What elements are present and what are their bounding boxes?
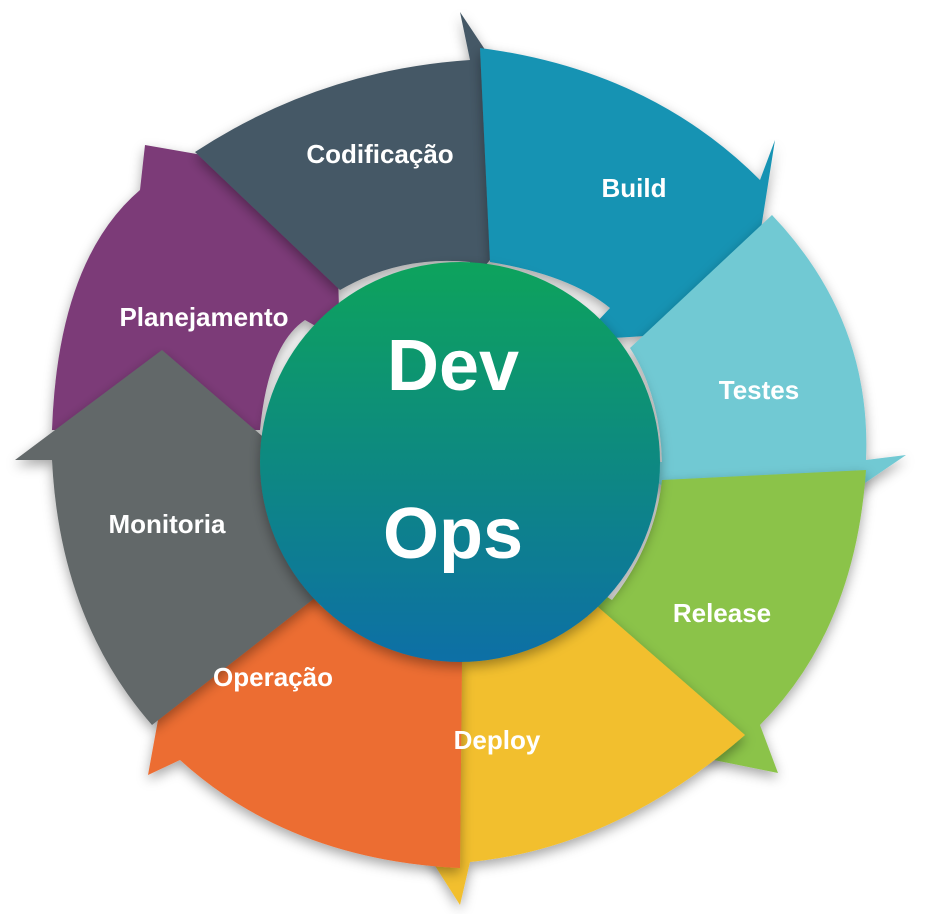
label-deploy: Deploy bbox=[454, 725, 541, 755]
label-testes: Testes bbox=[719, 375, 799, 405]
label-operacao: Operação bbox=[213, 662, 333, 692]
monitoria-arrow bbox=[15, 350, 325, 725]
center-title-ops: Ops bbox=[383, 494, 523, 574]
codificacao-arrow bbox=[195, 12, 565, 290]
build-arrow bbox=[480, 48, 775, 340]
center-disc bbox=[260, 262, 660, 662]
label-codificacao: Codificação bbox=[306, 139, 453, 169]
label-monitoria: Monitoria bbox=[109, 509, 227, 539]
label-planejamento: Planejamento bbox=[119, 302, 288, 332]
label-release: Release bbox=[673, 598, 771, 628]
center-title-dev: Dev bbox=[387, 326, 519, 406]
label-build: Build bbox=[602, 173, 667, 203]
